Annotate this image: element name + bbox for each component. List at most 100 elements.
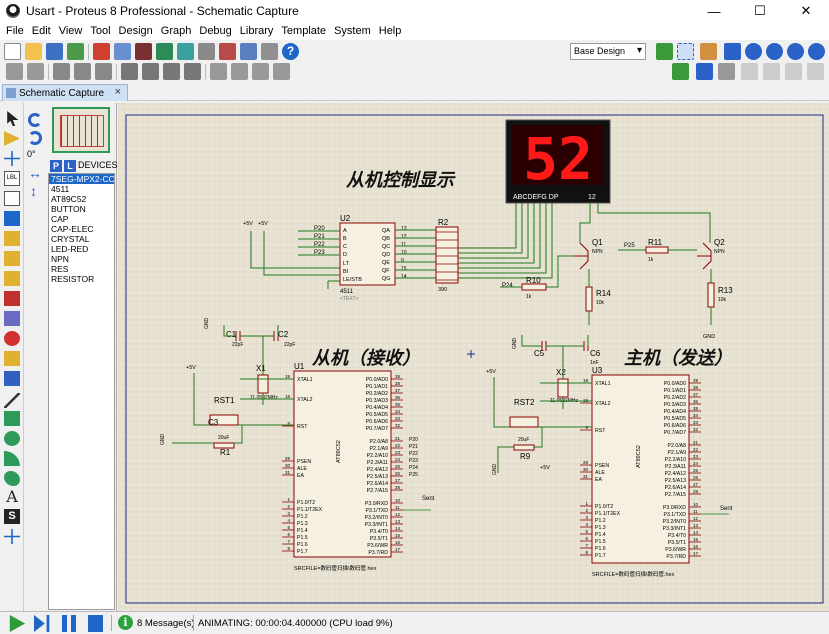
u3-master-mcu[interactable]: U3 AT89C52 SRCFILE=数码管扫描\数码管.hex Sent xyxy=(591,366,733,578)
generator-mode-icon[interactable] xyxy=(4,331,20,346)
menu-template[interactable]: Template xyxy=(281,25,327,37)
schematic-icon[interactable] xyxy=(114,43,131,60)
schematic-canvas[interactable]: 从机控制显示 从机（接收） 主机（发送） 52 ABCDEFG DP 12 U2… xyxy=(118,103,829,611)
device-item-res[interactable]: RES xyxy=(51,264,69,274)
device-item-resistor[interactable]: RESISTOR xyxy=(51,274,95,284)
bom-icon[interactable] xyxy=(219,43,236,60)
menu-library[interactable]: Library xyxy=(239,25,274,37)
rotate-ccw-icon[interactable] xyxy=(28,131,42,145)
rst2-button[interactable]: RST2 20uF xyxy=(509,398,539,443)
play-icon[interactable] xyxy=(9,615,26,632)
decompose-icon[interactable] xyxy=(273,63,290,80)
selection-mode-icon[interactable] xyxy=(7,111,19,126)
minimize-button[interactable]: — xyxy=(707,3,721,19)
device-item-crystal[interactable]: CRYSTAL xyxy=(51,234,90,244)
graph-mode-icon[interactable] xyxy=(4,291,20,306)
voltage-probe-icon[interactable] xyxy=(4,351,20,366)
zoom-area-icon[interactable] xyxy=(808,43,825,60)
design-explorer-icon[interactable] xyxy=(807,63,824,80)
box-2d-icon[interactable] xyxy=(4,411,20,426)
device-item-npn[interactable]: NPN xyxy=(51,254,69,264)
refresh-icon[interactable] xyxy=(656,43,673,60)
mirror-horizontal-icon[interactable]: ↔ xyxy=(28,165,42,181)
zoom-all-icon[interactable] xyxy=(787,43,804,60)
component-mode-icon[interactable] xyxy=(4,131,20,146)
open-folder-icon[interactable] xyxy=(25,43,42,60)
wire-autorouter-icon[interactable] xyxy=(672,63,689,80)
maximize-button[interactable]: ☐ xyxy=(754,3,766,18)
seven-segment-display[interactable]: 52 ABCDEFG DP 12 xyxy=(505,119,611,204)
c3-capacitor[interactable]: C3 20uF xyxy=(208,418,229,441)
tape-recorder-icon[interactable] xyxy=(4,311,20,326)
binary-icon[interactable] xyxy=(240,43,257,60)
remove-sheet-icon[interactable] xyxy=(763,63,780,80)
menu-graph[interactable]: Graph xyxy=(160,25,192,37)
pan-icon[interactable] xyxy=(724,43,741,60)
subcircuit-mode-icon[interactable] xyxy=(4,231,20,246)
gerber-icon[interactable] xyxy=(198,43,215,60)
device-item-at89c52[interactable]: AT89C52 xyxy=(51,194,87,204)
step-icon[interactable] xyxy=(34,615,50,632)
save-icon[interactable] xyxy=(46,43,63,60)
arc-2d-icon[interactable] xyxy=(4,451,20,466)
search-tag-icon[interactable] xyxy=(696,63,713,80)
view-3d-icon[interactable] xyxy=(177,43,194,60)
u2-decoder-chip[interactable]: U2 A B C D LT BI LE/STB QA QB QC QD QE Q… xyxy=(339,214,407,302)
wire-label-mode-icon[interactable]: LBL xyxy=(4,171,20,186)
library-manager-button[interactable]: L xyxy=(64,160,76,172)
markers-2d-icon[interactable] xyxy=(4,529,20,544)
home-icon[interactable] xyxy=(93,43,110,60)
junction-mode-icon[interactable] xyxy=(4,151,20,166)
menu-edit[interactable]: Edit xyxy=(31,25,51,37)
device-item-cap-elec[interactable]: CAP-ELEC xyxy=(51,224,94,234)
close-button[interactable]: ✕ xyxy=(800,3,812,18)
line-2d-icon[interactable] xyxy=(4,393,20,408)
messages-info-icon[interactable]: i xyxy=(118,615,133,630)
pick-device-icon[interactable] xyxy=(210,63,227,80)
menu-help[interactable]: Help xyxy=(378,25,402,37)
device-item-cap[interactable]: CAP xyxy=(51,214,69,224)
circle-2d-icon[interactable] xyxy=(4,431,20,446)
new-file-icon[interactable] xyxy=(4,43,21,60)
device-item-led-red[interactable]: LED-RED xyxy=(51,244,89,254)
device-pins-mode-icon[interactable] xyxy=(4,271,20,286)
zoom-out-icon[interactable] xyxy=(766,43,783,60)
pause-icon[interactable] xyxy=(62,615,76,632)
menu-system[interactable]: System xyxy=(334,25,371,37)
rotate-cw-icon[interactable] xyxy=(28,113,42,127)
notes-icon[interactable] xyxy=(261,43,278,60)
block-copy-icon[interactable] xyxy=(121,63,138,80)
r2-resistor-array[interactable]: R2 390 xyxy=(435,218,459,293)
r1-resistor[interactable]: R1 xyxy=(213,442,235,457)
help-icon[interactable]: ? xyxy=(282,43,299,60)
stop-icon[interactable] xyxy=(88,615,103,632)
menu-tool[interactable]: Tool xyxy=(90,25,111,37)
symbol-2d-icon[interactable]: S xyxy=(4,509,20,524)
q2-transistor[interactable]: Q2 NPN xyxy=(697,238,725,270)
grid-icon[interactable] xyxy=(677,43,694,60)
virtual-instruments-icon[interactable] xyxy=(4,371,20,386)
new-sheet-icon[interactable] xyxy=(741,63,758,80)
pick-devices-button[interactable]: P xyxy=(50,160,62,172)
layer-select[interactable]: Base Design xyxy=(570,43,646,60)
q1-transistor[interactable]: Q1 NPN xyxy=(574,238,603,270)
packaging-icon[interactable] xyxy=(252,63,269,80)
origin-icon[interactable] xyxy=(700,43,717,60)
block-move-icon[interactable] xyxy=(142,63,159,80)
zoom-in-icon[interactable] xyxy=(745,43,762,60)
u1-slave-mcu[interactable]: U1 AT89C52 SRCFILE=数码管扫描\数码管.hex Sent xyxy=(293,362,435,572)
device-item-7seg[interactable]: 7SEG-MPX2-CC xyxy=(49,174,115,184)
redo-icon[interactable] xyxy=(27,63,44,80)
close-tab-icon[interactable]: × xyxy=(114,86,121,98)
terminals-mode-icon[interactable] xyxy=(4,251,20,266)
make-device-icon[interactable] xyxy=(231,63,248,80)
rst1-button[interactable]: RST1 xyxy=(209,396,239,426)
menu-design[interactable]: Design xyxy=(118,25,153,37)
import-icon[interactable] xyxy=(67,43,84,60)
cut-icon[interactable] xyxy=(53,63,70,80)
block-delete-icon[interactable] xyxy=(184,63,201,80)
tab-schematic-capture[interactable]: Schematic Capture × xyxy=(2,84,128,101)
bus-mode-icon[interactable] xyxy=(4,211,20,226)
undo-icon[interactable] xyxy=(6,63,23,80)
block-rotate-icon[interactable] xyxy=(163,63,180,80)
